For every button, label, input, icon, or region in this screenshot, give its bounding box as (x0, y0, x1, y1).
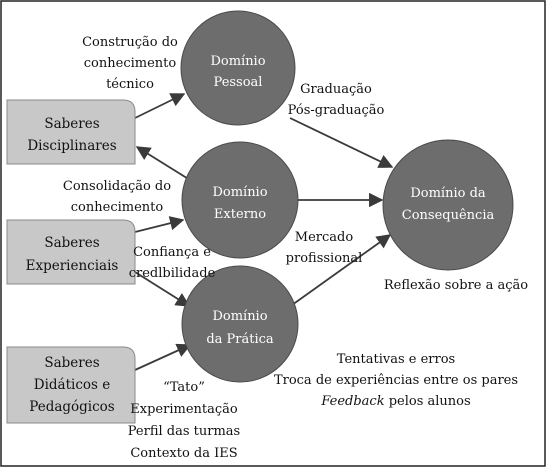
box-label-experienciais-line2: Experienciais (26, 258, 119, 274)
label-feedback-italic: Feedback (320, 394, 384, 409)
label-tato: “Tato” Experimentação Perfil das turmas … (128, 380, 240, 461)
box-label-didaticos-line1: Saberes (44, 355, 99, 371)
box-saberes-experienciais: Saberes Experienciais (6, 219, 136, 285)
label-mercado-line2: profissional (286, 251, 363, 266)
box-label-didaticos-line2: Didáticos e (34, 377, 110, 393)
label-mercado: Mercado profissional (286, 230, 363, 266)
label-construcao-line3: técnico (106, 77, 154, 92)
circle-dominio-pratica: Domínio da Prática (181, 265, 299, 383)
label-consolidacao-line1: Consolidação do (63, 179, 171, 194)
circle-label-externo-line2: Externo (214, 207, 266, 222)
label-consolidacao: Consolidação do conhecimento (63, 179, 171, 215)
label-construcao-line2: conhecimento (84, 56, 177, 71)
label-reflexao: Reflexão sobre a ação (384, 278, 528, 293)
label-graduacao-line1: Graduação (300, 82, 372, 97)
label-tato-line4: Contexto da IES (130, 446, 237, 461)
label-tato-line1: “Tato” (163, 380, 205, 395)
label-feedback-line: Feedback pelos alunos (320, 394, 470, 409)
label-graduacao: Graduação Pós-graduação (288, 82, 385, 118)
circle-dominio-externo: Domínio Externo (181, 141, 299, 259)
circle-label-consequencia-line2: Consequência (402, 208, 495, 223)
label-tentativas: Tentativas e erros Troca de experiências… (274, 352, 518, 409)
arrow-didaticos-to-pratica (134, 343, 192, 371)
label-construcao: Construção do conhecimento técnico (82, 35, 178, 92)
box-label-disciplinares-line2: Disciplinares (27, 138, 116, 154)
circle-label-pessoal-line1: Domínio (210, 54, 265, 69)
label-tentativas-line2: Troca de experiências entre os pares (274, 373, 518, 388)
arrows (134, 93, 394, 371)
circle-dominio-pessoal: Domínio Pessoal (180, 10, 296, 126)
label-tentativas-line1: Tentativas e erros (337, 352, 455, 367)
circle-dominio-consequencia: Domínio da Consequência (382, 139, 514, 271)
box-label-disciplinares-line1: Saberes (44, 116, 99, 132)
circle-label-pratica-line1: Domínio (212, 309, 267, 324)
arrow-experienciais-to-pratica (134, 271, 191, 307)
arrow-disciplinares-to-pessoal (134, 93, 186, 119)
box-saberes-disciplinares: Saberes Disciplinares (6, 99, 136, 165)
label-confianca: Confiança e credlbilidade (129, 245, 216, 281)
label-consolidacao-line2: conhecimento (71, 200, 164, 215)
circle-label-pessoal-line2: Pessoal (214, 75, 263, 90)
label-tato-line3: Perfil das turmas (128, 424, 240, 439)
label-feedback-rest: pelos alunos (385, 394, 471, 409)
arrow-pessoal-to-consequencia (289, 117, 394, 168)
label-construcao-line1: Construção do (82, 35, 178, 50)
label-graduacao-line2: Pós-graduação (288, 103, 385, 118)
arrow-externo-to-disciplinares (135, 146, 191, 181)
label-tato-line2: Experimentação (130, 402, 238, 417)
arrow-pratica-to-consequencia (291, 234, 392, 306)
box-label-didaticos-line3: Pedagógicos (29, 399, 115, 415)
label-mercado-line1: Mercado (295, 230, 354, 245)
arrow-experienciais-to-externo (134, 216, 185, 233)
box-saberes-didaticos: Saberes Didáticos e Pedagógicos (6, 346, 136, 424)
box-label-experienciais-line1: Saberes (44, 235, 99, 251)
label-confianca-line2: credlbilidade (129, 266, 216, 281)
circle-label-consequencia-line1: Domínio da (410, 186, 486, 201)
label-confianca-line1: Confiança e (133, 245, 211, 260)
circle-label-pratica-line2: da Prática (206, 332, 274, 347)
circle-label-externo-line1: Domínio (212, 185, 267, 200)
